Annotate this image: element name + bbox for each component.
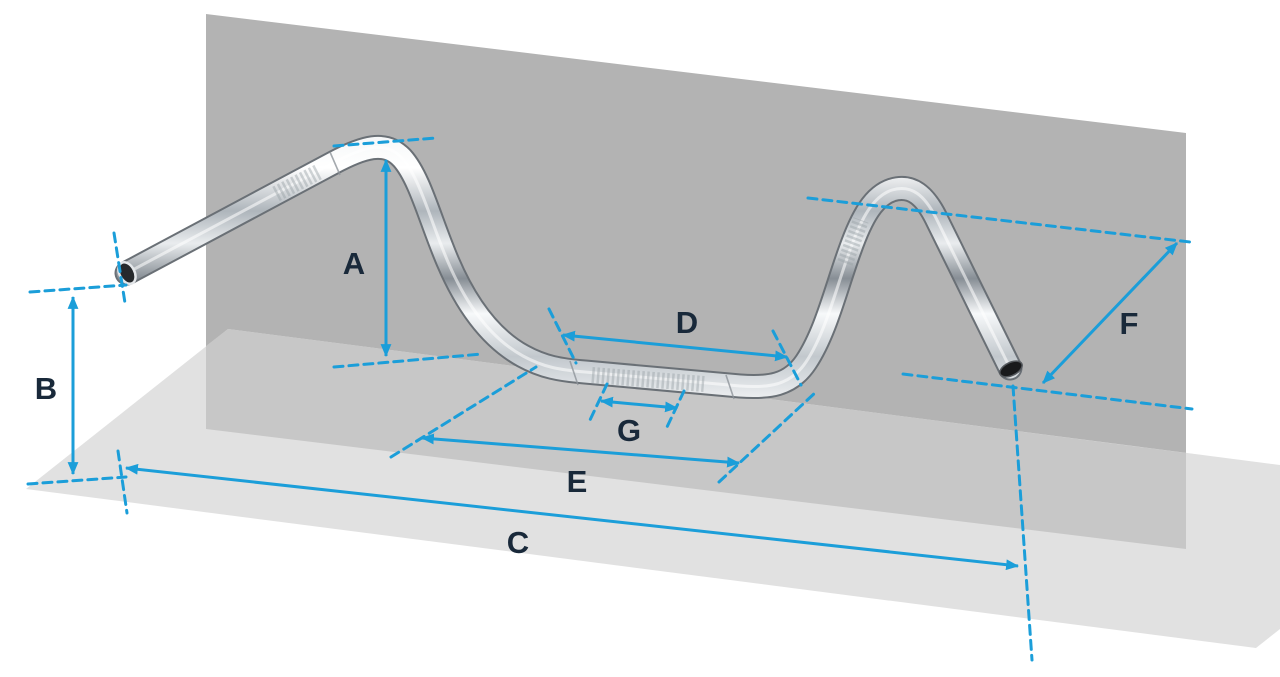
dim-f-arrow-line: [1041, 241, 1179, 385]
dimension-d-label: D: [676, 305, 698, 340]
dim-b-extension-top: [28, 283, 128, 294]
dim-a-extension-bottom: [332, 352, 484, 369]
handlebar: [114, 134, 1023, 400]
dimension-b: B: [26, 231, 128, 486]
dimension-b-label: B: [35, 371, 57, 406]
dim-g-arrow-line: [599, 396, 679, 413]
dim-a-extension-top: [332, 136, 438, 148]
dimension-g: G: [588, 382, 686, 448]
dim-f-extension-top: [806, 196, 1192, 244]
dim-g-extension-left: [588, 382, 609, 422]
dim-e-extension-left: [389, 365, 538, 459]
dimension-c-label: C: [507, 525, 529, 560]
dimension-c: C: [116, 384, 1034, 662]
dim-b-extension-grip: [112, 231, 127, 305]
dimension-a: A: [332, 136, 484, 369]
dimension-d: D: [547, 305, 803, 387]
tube-seam-left: [569, 360, 579, 386]
tube-seam-grip: [329, 151, 341, 176]
right-grip-end-cap: [999, 360, 1023, 378]
dim-c-arrow-line: [124, 463, 1020, 571]
dimension-a-label: A: [343, 246, 365, 281]
dim-b-extension-bottom: [26, 475, 128, 486]
left-grip-knurl-band: [272, 163, 324, 202]
dim-f-extension-bottom: [901, 372, 1194, 411]
dim-d-arrow-line: [561, 330, 789, 362]
dimension-f: F: [806, 196, 1194, 411]
tube-seam-right: [725, 374, 735, 400]
dimension-g-label: G: [617, 413, 641, 448]
dimension-e: E: [389, 365, 819, 499]
dim-c-extension-right: [1011, 384, 1034, 662]
dimension-f-label: F: [1120, 306, 1139, 341]
dimension-e-label: E: [567, 464, 588, 499]
handlebar-highlight: [125, 145, 1012, 389]
center-knurl-band: [591, 367, 705, 392]
dim-e-arrow-line: [420, 433, 741, 468]
